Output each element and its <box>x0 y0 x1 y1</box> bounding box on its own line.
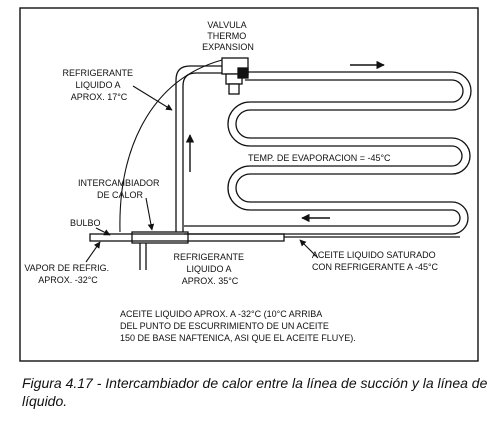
saturated-oil-label: ACEITE LIQUIDO SATURADO CON REFRIGERANTE… <box>312 250 439 272</box>
figure-caption: Figura 4.17 - Intercambiador de calor en… <box>22 375 488 409</box>
heat-exchanger-diagram: VALVULA THERMO EXPANSION REFRIGERANTE LI… <box>19 7 479 362</box>
heat-exchanger-label: INTERCAMBIADOR DE CALOR <box>78 178 162 200</box>
evaporator-coil <box>184 71 472 235</box>
bulb-label: BULBO <box>70 218 101 228</box>
expansion-valve <box>221 57 249 95</box>
liquid-refrigerant-bottom-label: REFRIGERANTE LIQUIDO A APROX. 35°C <box>173 252 246 286</box>
liquid-refrigerant-top-label: REFRIGERANTE LIQUIDO A APROX. 17°C <box>62 68 135 102</box>
leader-lines <box>85 85 319 263</box>
liquid-line <box>175 65 222 232</box>
oil-note: ACEITE LIQUIDO APROX. A -32°C (10°C ARRI… <box>120 309 356 343</box>
evaporation-temp-label: TEMP. DE EVAPORACION = -45°C <box>248 153 391 163</box>
refrigerant-vapor-label: VAPOR DE REFRIG. APROX. -32°C <box>24 263 111 285</box>
suction-line <box>89 231 460 270</box>
valve-label: VALVULA THERMO EXPANSION <box>202 20 254 52</box>
diagram-frame <box>19 7 479 362</box>
flow-arrows <box>185 60 385 223</box>
capillary-tube <box>119 59 223 233</box>
